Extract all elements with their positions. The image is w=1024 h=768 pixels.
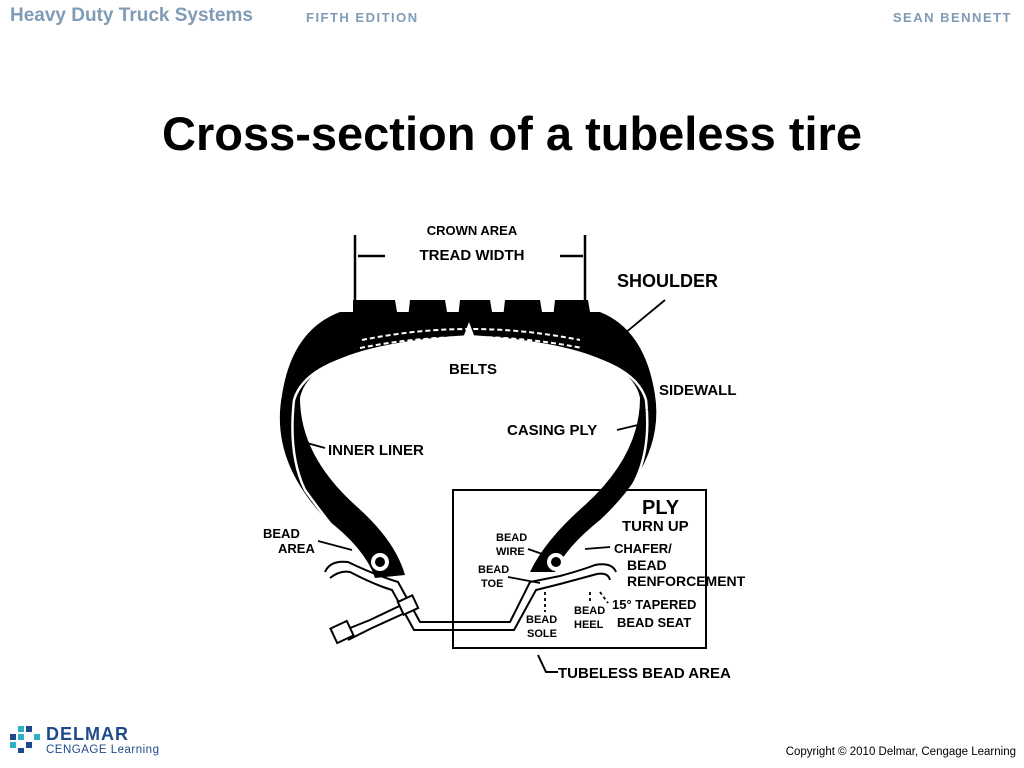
book-title: Heavy Duty Truck Systems xyxy=(10,5,253,26)
label-bead-toe-line2: TOE xyxy=(481,578,503,590)
label-tapered-line2: BEAD SEAT xyxy=(617,615,691,630)
bead-area-box xyxy=(452,489,707,673)
author-name: SEAN BENNETT xyxy=(892,10,1012,25)
label-bead-heel-line1: BEAD xyxy=(574,605,605,617)
label-shoulder: SHOULDER xyxy=(617,271,718,291)
label-crown-area: CROWN AREA xyxy=(427,223,518,238)
crown-bracket xyxy=(353,235,587,310)
logo-sub-text: CENGAGE Learning xyxy=(46,744,160,756)
label-belts: BELTS xyxy=(449,361,497,378)
label-bead-area-line2: AREA xyxy=(278,541,315,556)
label-casing-ply: CASING PLY xyxy=(507,422,597,439)
copyright-notice: Copyright © 2010 Delmar, Cengage Learnin… xyxy=(785,746,1016,758)
label-tapered-line1: 15° TAPERED xyxy=(612,597,696,612)
label-bead-area-line1: BEAD xyxy=(263,526,300,541)
rim-profile xyxy=(324,560,617,645)
label-bead-sole-line2: SOLE xyxy=(527,628,557,640)
tire-cross-section-diagram: CROWN AREA TREAD WIDTH SHOULDER BELTS SI… xyxy=(263,223,746,682)
label-bead-wire-line1: BEAD xyxy=(496,532,527,544)
label-turn-up: TURN UP xyxy=(622,518,689,535)
label-bead-heel-line2: HEEL xyxy=(574,619,604,631)
label-sidewall: SIDEWALL xyxy=(659,382,737,399)
label-bead-wire-line2: WIRE xyxy=(496,546,525,558)
delmar-logo-icon xyxy=(10,726,40,753)
label-bead-sole-line1: BEAD xyxy=(526,614,557,626)
slide-title: Cross-section of a tubeless tire xyxy=(162,107,862,160)
label-tread-width: TREAD WIDTH xyxy=(420,247,525,264)
tire-body xyxy=(279,300,657,578)
label-chafer-line3: RENFORCEMENT xyxy=(627,573,746,589)
edition-label: FIFTH EDITION xyxy=(306,10,419,25)
label-chafer-line2: BEAD xyxy=(627,557,667,573)
label-bead-toe-line1: BEAD xyxy=(478,564,509,576)
label-tubeless-bead-area: TUBELESS BEAD AREA xyxy=(558,665,731,682)
pointer-lines xyxy=(295,299,666,612)
logo-main-text: DELMAR xyxy=(46,724,129,744)
label-chafer-line1: CHAFER/ xyxy=(614,541,672,556)
label-inner-liner: INNER LINER xyxy=(328,442,424,459)
label-ply: PLY xyxy=(642,497,680,519)
